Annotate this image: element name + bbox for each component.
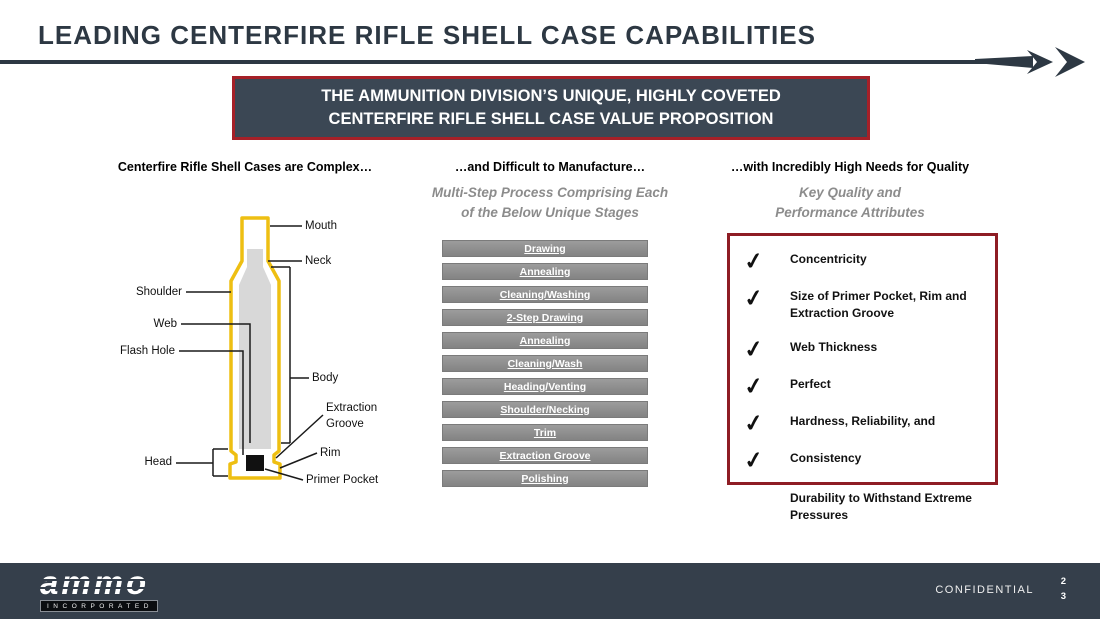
attribute-label: Perfect (790, 376, 831, 391)
attribute-label: Size of Primer Pocket, Rim and Extractio… (790, 289, 967, 320)
logo-stripe (40, 587, 158, 589)
attribute-row: ✓ Hardness, Reliability, and (742, 408, 989, 437)
title-divider (0, 60, 1005, 64)
footnote-line2: Pressures (790, 508, 849, 523)
ammo-logo: ammo INCORPORATED (40, 566, 158, 612)
quality-attributes-box: ✓ Concentricity ✓ Size of Primer Pocket,… (727, 233, 998, 485)
footnote-line1: Durability to Withstand Extreme (790, 491, 972, 505)
attribute-label: Consistency (790, 450, 862, 465)
check-icon: ✓ (742, 445, 766, 474)
label-primer-pocket: Primer Pocket (306, 474, 379, 486)
label-shoulder: Shoulder (135, 286, 182, 298)
attributes-footnote: Durability to Withstand Extreme Pressure… (790, 490, 1000, 525)
middle-column-subheader: Multi-Step Process Comprising Each of th… (415, 183, 685, 222)
logo-wordmark: ammo (40, 566, 158, 599)
logo-stripe (40, 579, 158, 581)
label-web: Web (153, 318, 177, 330)
primer-pocket-shape (246, 455, 264, 471)
attribute-label: Web Thickness (790, 339, 878, 354)
case-interior (239, 249, 271, 449)
banner-line2: CENTERFIRE RIFLE SHELL CASE VALUE PROPOS… (328, 110, 774, 129)
stage-cleaning-wash: Cleaning/Wash (442, 355, 648, 372)
check-icon: ✓ (742, 371, 766, 400)
label-extraction-line2: Groove (326, 417, 364, 430)
stage-extraction-groove: Extraction Groove (442, 447, 648, 464)
attribute-row: ✓ Web Thickness (742, 334, 989, 363)
check-icon: ✓ (742, 334, 766, 363)
attribute-row: ✓ Size of Primer Pocket, Rim and Extract… (742, 283, 989, 322)
page-title: LEADING CENTERFIRE RIFLE SHELL CASE CAPA… (38, 20, 816, 50)
label-neck: Neck (305, 255, 332, 267)
logo-subtext: INCORPORATED (40, 599, 158, 612)
attribute-row: ✓ Concentricity (742, 246, 989, 276)
page-numbers: 2 3 (1061, 574, 1066, 604)
confidential-label: CONFIDENTIAL (935, 584, 1034, 596)
right-subheader-line2: Performance Attributes (775, 204, 925, 220)
arrow-swoosh-icon (975, 47, 1085, 77)
stage-trim: Trim (442, 424, 648, 441)
logo-text: ammo (40, 564, 150, 601)
process-stage-list: Drawing Annealing Cleaning/Washing 2-Ste… (442, 240, 648, 487)
middle-subheader-line1: Multi-Step Process Comprising Each (431, 185, 669, 200)
label-rim: Rim (320, 447, 341, 459)
value-proposition-banner: THE AMMUNITION DIVISION’S UNIQUE, HIGHLY… (232, 76, 870, 141)
check-icon: ✓ (742, 246, 766, 276)
attribute-label: Concentricity (790, 252, 867, 266)
stage-polishing: Polishing (442, 470, 648, 487)
label-head: Head (144, 456, 173, 468)
middle-column-header: …and Difficult to Manufacture… (454, 160, 646, 174)
right-column-header: …with Incredibly High Needs for Quality (730, 160, 970, 174)
label-flash-hole: Flash Hole (120, 345, 175, 357)
shell-case-diagram: Mouth Neck Shoulder Web Flash Hole Body … (100, 205, 410, 505)
banner-line1: THE AMMUNITION DIVISION’S UNIQUE, HIGHLY… (321, 87, 781, 105)
check-icon: ✓ (742, 408, 766, 437)
left-column-header: Centerfire Rifle Shell Cases are Complex… (117, 160, 373, 174)
label-mouth: Mouth (305, 220, 337, 232)
stage-cleaning-washing: Cleaning/Washing (442, 286, 648, 303)
footer-bar: ammo INCORPORATED CONFIDENTIAL 2 3 (0, 563, 1100, 619)
right-subheader-line1: Key Quality and (798, 185, 902, 200)
label-body: Body (312, 372, 339, 384)
stage-heading-venting: Heading/Venting (442, 378, 648, 395)
label-extraction-line1: Extraction (326, 402, 378, 414)
stage-annealing-1: Annealing (442, 263, 648, 280)
stage-shoulder-necking: Shoulder/Necking (442, 401, 648, 418)
label-extraction-groove: Extraction Groove (326, 401, 377, 432)
right-column-subheader: Key Quality and Performance Attributes (710, 183, 990, 222)
middle-subheader-line2: of the Below Unique Stages (461, 204, 639, 220)
stage-2-step-drawing: 2-Step Drawing (442, 309, 648, 326)
page-number-top: 2 (1060, 576, 1066, 587)
shell-case-drawing (176, 216, 324, 481)
check-icon: ✓ (742, 283, 766, 313)
attribute-row: ✓ Consistency (742, 445, 989, 474)
page-number-bottom: 3 (1060, 591, 1066, 603)
attribute-row: ✓ Perfect (742, 371, 989, 400)
stage-annealing-2: Annealing (442, 332, 648, 349)
stage-drawing: Drawing (442, 240, 648, 257)
attribute-label: Hardness, Reliability, and (790, 413, 936, 428)
